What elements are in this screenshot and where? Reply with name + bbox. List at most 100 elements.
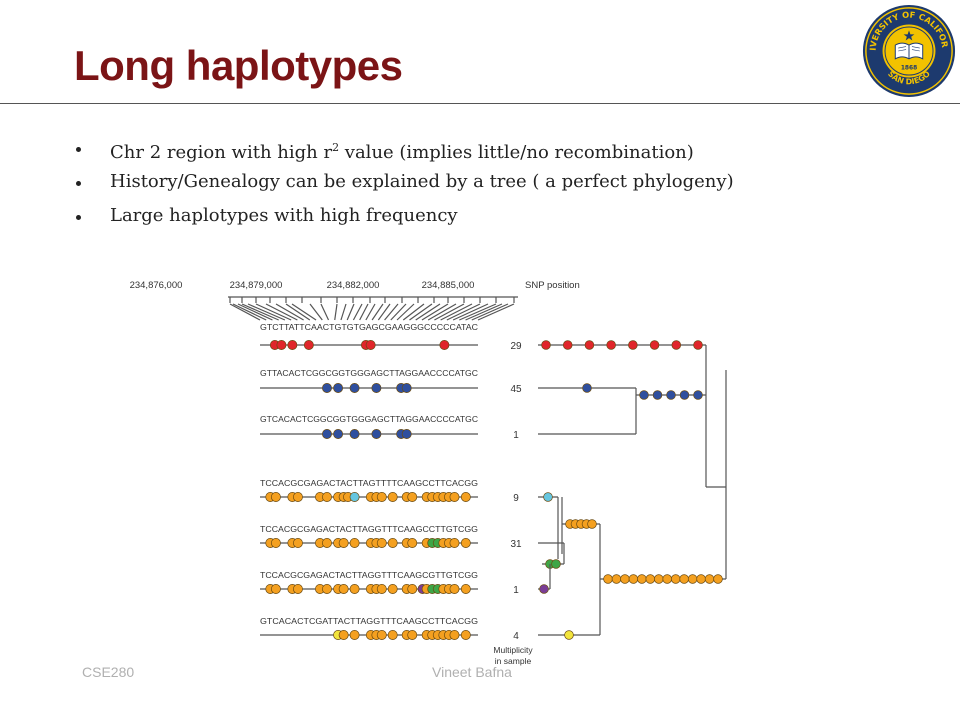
haplotype-snp-marker	[292, 584, 303, 594]
bullet-text: Chr 2 region with high r	[110, 142, 333, 163]
position-axis-label: SNP position	[525, 280, 580, 291]
haplotype-snp-marker	[407, 538, 418, 548]
snp-connector-line	[320, 303, 330, 321]
snp-connector-line	[346, 303, 355, 321]
tree-mutation-marker	[652, 390, 663, 400]
haplotype-multiplicity: 45	[510, 384, 522, 395]
haplotype-snp-marker	[371, 383, 382, 393]
tree-mutation-marker	[562, 340, 573, 350]
snp-connector-line	[396, 303, 415, 321]
tree-mutation-marker	[606, 340, 616, 350]
haplotype-snp-marker	[292, 538, 303, 548]
snp-connector-line	[409, 303, 433, 321]
tree-mutation-marker	[693, 390, 703, 400]
uc-san-diego-seal-icon: UNIVERSITY OF CALIFORNIA SAN DIEGO 1868	[860, 2, 956, 98]
haplotype-snp-marker	[322, 429, 332, 439]
tree-mutation-marker	[696, 574, 706, 584]
tree-mutation-marker	[587, 519, 597, 529]
haplotype-snp-marker	[333, 383, 344, 393]
haplotype-snp-marker	[276, 340, 287, 350]
tree-mutation-marker	[628, 574, 639, 584]
tree-mutation-marker	[620, 574, 630, 584]
haplotype-snp-marker	[270, 492, 281, 502]
haplotype-snp-marker	[449, 492, 460, 502]
tree-mutation-marker	[539, 584, 549, 594]
snp-connector-line	[275, 303, 304, 321]
seal-book-icon	[894, 42, 924, 60]
haplotype-snp-marker	[303, 340, 314, 350]
bullet-text-tail: value (implies little/no recombination)	[339, 142, 694, 163]
tree-mutation-marker	[666, 390, 676, 400]
haplotype-snp-marker	[349, 429, 360, 439]
haplotype-snp-marker	[407, 630, 418, 640]
haplotype-snp-marker	[270, 584, 281, 594]
haplotype-snp-marker	[349, 538, 360, 548]
snp-connector-line	[255, 303, 292, 321]
haplotype-snp-marker	[387, 492, 398, 502]
tree-mutation-marker	[637, 574, 647, 584]
snp-connector-line	[384, 303, 399, 321]
snp-connector-line	[415, 303, 441, 321]
title-divider	[0, 103, 960, 104]
snp-connector-line	[402, 303, 425, 321]
haplotype-sequence: GTCACACTCGATTACTTAGGTTTCAAGCCTTCACGG	[260, 616, 478, 626]
footer-course: CSE280	[82, 664, 135, 680]
haplotype-multiplicity: 29	[510, 341, 522, 352]
haplotype-snp-marker	[349, 630, 360, 640]
snp-connector-line	[390, 303, 407, 321]
haplotype-snp-marker	[460, 538, 471, 548]
bullet-list: Chr 2 region with high r2 value (implies…	[76, 136, 734, 238]
tree-mutation-marker	[679, 390, 690, 400]
snp-connector-line	[452, 303, 489, 321]
snp-connector-line	[477, 303, 515, 321]
haplotype-snp-marker	[270, 538, 281, 548]
snp-connector-line	[446, 303, 481, 321]
snp-connector-line	[459, 303, 497, 321]
snp-connector-line	[309, 303, 323, 321]
snp-connector-line	[377, 303, 391, 321]
haplotype-snp-marker	[460, 630, 471, 640]
haplotype-snp-marker	[407, 584, 418, 594]
snp-connector-line	[241, 303, 279, 321]
haplotype-snp-marker	[376, 538, 387, 548]
haplotype-snp-marker	[349, 584, 360, 594]
haplotype-snp-marker	[338, 630, 349, 640]
haplotype-snp-marker	[376, 492, 387, 502]
haplotype-snp-marker	[287, 340, 298, 350]
snp-connector-line	[285, 303, 311, 321]
haplotype-snp-marker	[449, 584, 460, 594]
haplotype-snp-marker	[322, 492, 332, 502]
tree-mutation-marker	[687, 574, 698, 584]
snp-connector-line	[371, 303, 384, 321]
tree-mutation-marker	[670, 574, 681, 584]
multiplicity-label: in sample	[495, 656, 532, 666]
haplotype-snp-marker	[376, 584, 387, 594]
haplotype-snp-marker	[338, 538, 349, 548]
haplotype-multiplicity: 31	[510, 539, 522, 550]
snp-connector-line	[352, 303, 363, 321]
multiplicity-label: Multiplicity	[493, 645, 533, 655]
tree-mutation-marker	[611, 574, 622, 584]
haplotype-snp-marker	[401, 383, 412, 393]
haplotype-snp-marker	[376, 630, 387, 640]
tree-mutation-marker	[541, 340, 551, 350]
snp-connector-line	[340, 303, 347, 321]
seal-star-icon	[903, 30, 915, 41]
haplotype-snp-marker	[449, 538, 460, 548]
tree-mutation-marker	[679, 574, 689, 584]
haplotype-multiplicity: 1	[513, 430, 519, 441]
haplotype-snp-marker	[349, 492, 360, 502]
bullet-text: Large haplotypes with high frequency	[110, 205, 458, 226]
tree-mutation-marker	[639, 390, 649, 400]
snp-connector-line	[434, 303, 465, 321]
haplotype-sequence: GTCACACTCGGCGGTGGGAGCTTAGGAACCCCATGC	[260, 414, 478, 424]
bullet-item: Chr 2 region with high r2 value (implies…	[76, 136, 734, 170]
bullet-item: Large haplotypes with high frequency	[76, 204, 734, 238]
tree-mutation-marker	[628, 340, 638, 350]
haplotype-multiplicity: 9	[513, 493, 519, 504]
haplotype-multiplicity: 4	[513, 631, 519, 642]
haplotype-snp-marker	[371, 429, 382, 439]
haplotype-snp-marker	[322, 538, 332, 548]
